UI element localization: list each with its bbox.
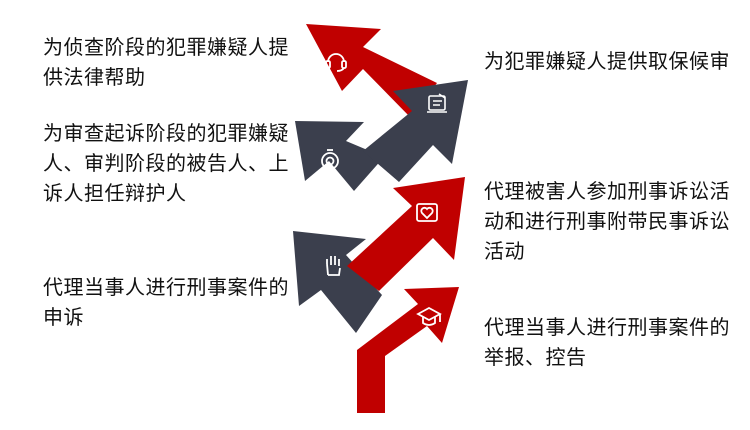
bell-icon (321, 149, 339, 170)
left-item-1-text: 为侦查阶段的犯罪嫌疑人提供法律帮助 (43, 35, 289, 89)
left-item-2-text: 为审查起诉阶段的犯罪嫌疑人、审判阶段的被告人、上诉人担任辩护人 (43, 121, 289, 205)
left-arrow-3 (293, 231, 382, 333)
right-item-2-text: 代理被害人参加刑事诉讼活动和进行刑事附带民事诉讼活动 (484, 179, 730, 263)
graduation-cap-icon (416, 306, 442, 326)
left-item-3-text: 代理当事人进行刑事案件的申诉 (43, 275, 289, 329)
headset-icon (325, 53, 347, 72)
hand-icon (326, 256, 341, 276)
left-arrow-2 (295, 121, 384, 191)
right-arrow-1 (363, 80, 468, 182)
right-item-1-text: 为犯罪嫌疑人提供取保候审 (484, 49, 730, 73)
right-arrow-2 (347, 177, 465, 291)
heart-card-icon (416, 203, 438, 222)
document-icon (427, 93, 447, 113)
right-item-3-text: 代理当事人进行刑事案件的举报、控告 (484, 315, 730, 369)
